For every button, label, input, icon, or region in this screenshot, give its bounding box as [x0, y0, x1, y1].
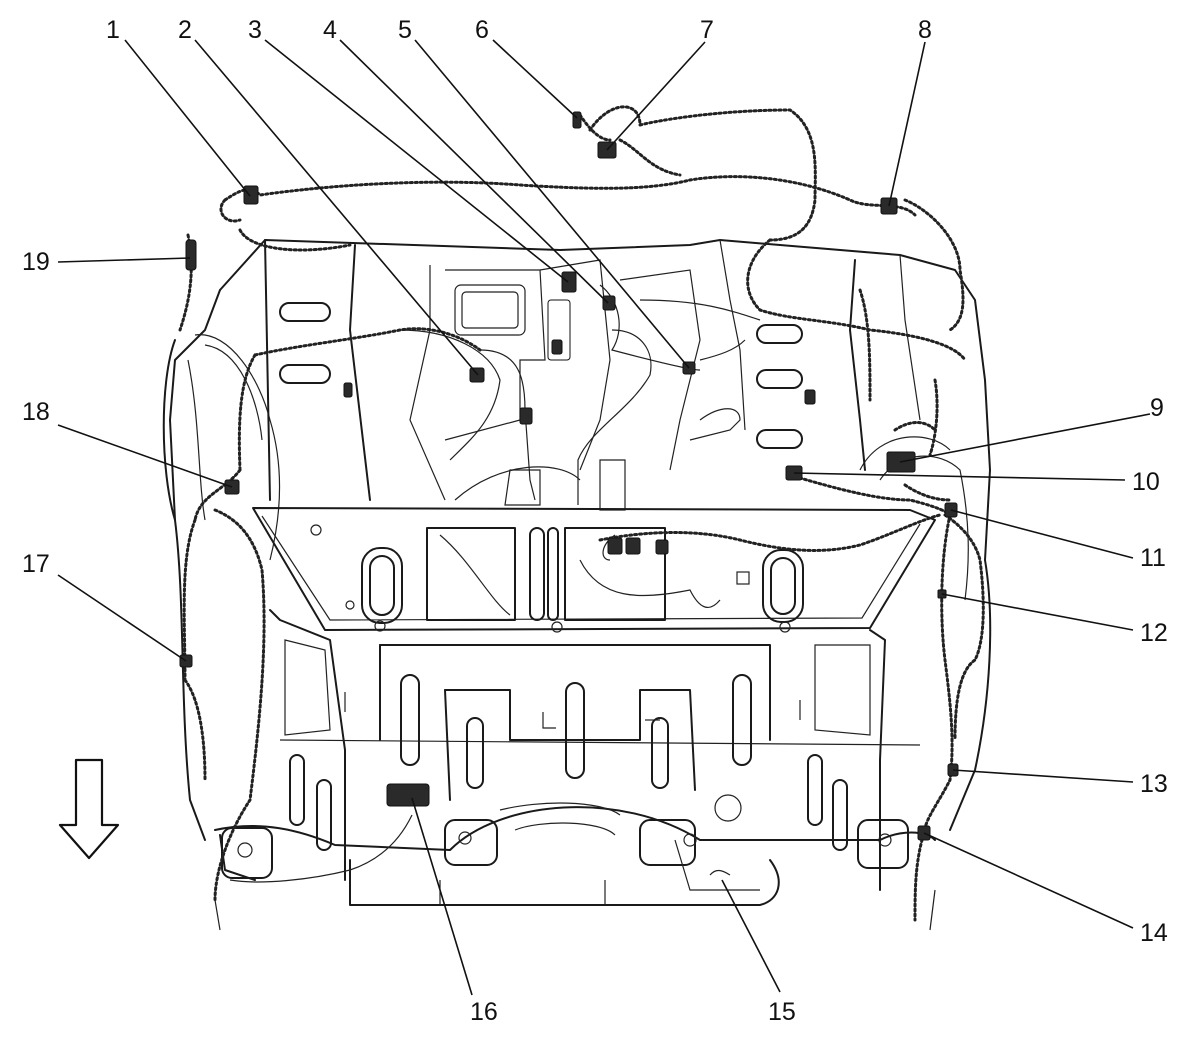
connector-3 — [561, 271, 577, 293]
connector-center-c — [655, 539, 669, 555]
callout-12: 12 — [1140, 619, 1168, 647]
connector-center-d — [519, 407, 533, 425]
callout-13: 13 — [1140, 770, 1168, 798]
connector-4 — [602, 295, 616, 311]
connector-19 — [185, 239, 197, 271]
wiring-harness — [178, 105, 985, 922]
callout-2: 2 — [178, 16, 192, 44]
connector-center-a — [607, 537, 623, 555]
connector-center-f — [551, 339, 563, 355]
callout-14: 14 — [1140, 919, 1168, 947]
callout-9: 9 — [1150, 394, 1164, 422]
callout-18: 18 — [22, 398, 50, 426]
callout-3: 3 — [248, 16, 262, 44]
callout-16: 16 — [470, 998, 498, 1026]
callout-19: 19 — [22, 248, 50, 276]
connector-16 — [386, 783, 430, 807]
callout-17: 17 — [22, 550, 50, 578]
connector-center-g — [343, 382, 353, 398]
callout-4: 4 — [323, 16, 337, 44]
callout-1: 1 — [106, 16, 120, 44]
connector-1 — [243, 185, 259, 205]
vehicle-floor-pan — [162, 239, 992, 931]
callout-8: 8 — [918, 16, 932, 44]
connectors — [179, 111, 959, 841]
callout-11: 11 — [1140, 544, 1166, 572]
callout-5: 5 — [398, 16, 412, 44]
callout-6: 6 — [475, 16, 489, 44]
down-arrow-icon — [58, 758, 120, 860]
callout-7: 7 — [700, 16, 714, 44]
callout-labels: 1 2 3 4 5 6 7 8 9 10 11 12 13 14 15 16 1… — [22, 16, 1168, 1026]
leader-lines — [57, 39, 1151, 996]
callout-15: 15 — [768, 998, 796, 1026]
callout-10: 10 — [1132, 468, 1160, 496]
connector-right-a — [804, 389, 816, 405]
connector-center-b — [625, 537, 641, 555]
